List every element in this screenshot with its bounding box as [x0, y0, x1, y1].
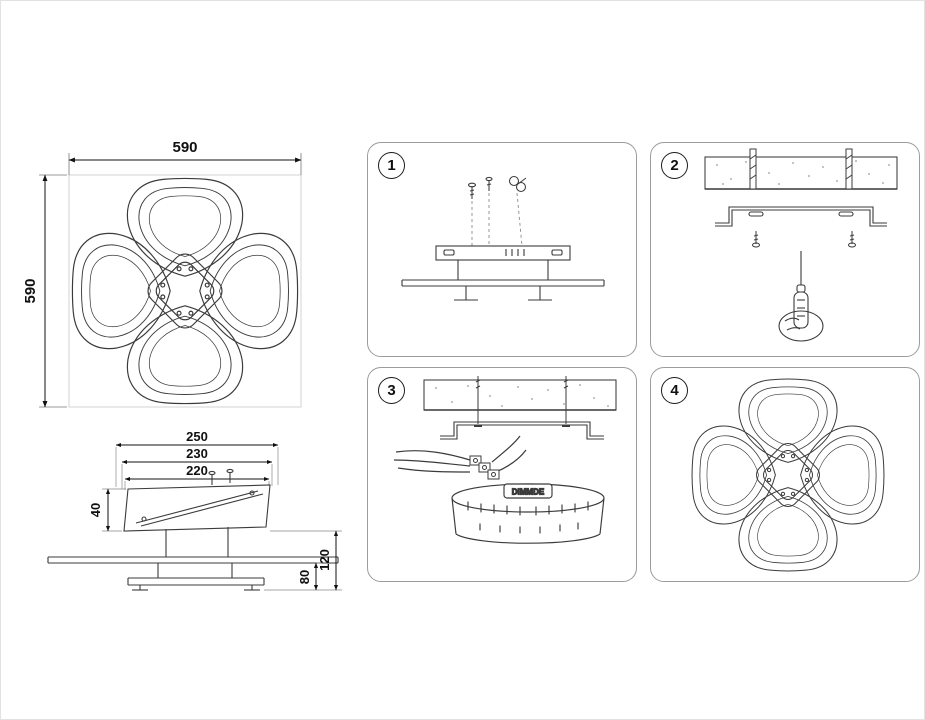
step-panel-2: 2 [650, 142, 920, 357]
step-number-badge: 3 [378, 377, 405, 404]
mounting-bracket [123, 468, 271, 532]
screwdriver-icon [793, 251, 809, 329]
ceiling-slab [704, 156, 898, 190]
side-view-drawing: 250 230 220 [47, 429, 342, 591]
anchor-icon [749, 148, 853, 190]
top-view-height-label: 590 [22, 278, 39, 303]
step-number-badge: 4 [661, 377, 688, 404]
device-label: DIMMDE [512, 488, 545, 497]
screw-icon [485, 176, 493, 191]
concrete-dots [716, 160, 890, 185]
bounding-box [68, 174, 302, 408]
extension-lines [39, 153, 302, 408]
screw-icon [208, 468, 234, 485]
clover-fixture-drawing [692, 379, 884, 571]
ceiling-slab [423, 379, 617, 411]
step-number-badge: 1 [378, 152, 405, 179]
fixture-drum: DIMMDE [451, 483, 605, 544]
step-number-badge: 2 [661, 152, 688, 179]
hand-icon [778, 310, 824, 342]
mounting-bracket-profile [440, 421, 604, 440]
step-panel-3: 3 [367, 367, 637, 582]
fixture-arm [47, 527, 339, 591]
top-view-drawing: 590 590 [22, 139, 302, 408]
mounting-bracket-profile [715, 206, 887, 227]
step-panel-1: 1 [367, 142, 637, 357]
width-dimensions: 250 230 220 [115, 429, 279, 490]
bolt-icon [474, 376, 570, 427]
dim-250-label: 250 [186, 429, 208, 444]
bracket-height-dimension: 40 [88, 488, 126, 532]
step3-drawing: DIMMDE [393, 376, 617, 544]
dim-220-label: 220 [186, 463, 208, 478]
step2-drawing [704, 148, 898, 342]
top-view-width-label: 590 [172, 139, 197, 156]
step4-drawing [651, 368, 919, 581]
step1-drawing [401, 175, 605, 301]
step-panel-4: 4 [650, 367, 920, 582]
terminal-block-icon [469, 455, 500, 480]
dim-80-label: 80 [297, 570, 312, 584]
drop-dimensions: 80 120 [264, 530, 342, 591]
screw-icon [467, 182, 477, 199]
screw-icon [752, 231, 856, 248]
dim-120-label: 120 [317, 549, 332, 571]
step-number: 3 [387, 382, 396, 399]
leader-lines [471, 192, 523, 247]
step-number: 2 [670, 157, 679, 174]
concrete-dots [435, 384, 609, 407]
clover-fixture-drawing [72, 178, 297, 403]
clip-icon [508, 175, 527, 193]
wires [393, 435, 527, 473]
step-number: 4 [670, 382, 679, 399]
step-number: 1 [387, 157, 396, 174]
dim-230-label: 230 [186, 446, 208, 461]
fixture-base-assembly [401, 245, 605, 301]
dim-40-label: 40 [88, 503, 103, 517]
